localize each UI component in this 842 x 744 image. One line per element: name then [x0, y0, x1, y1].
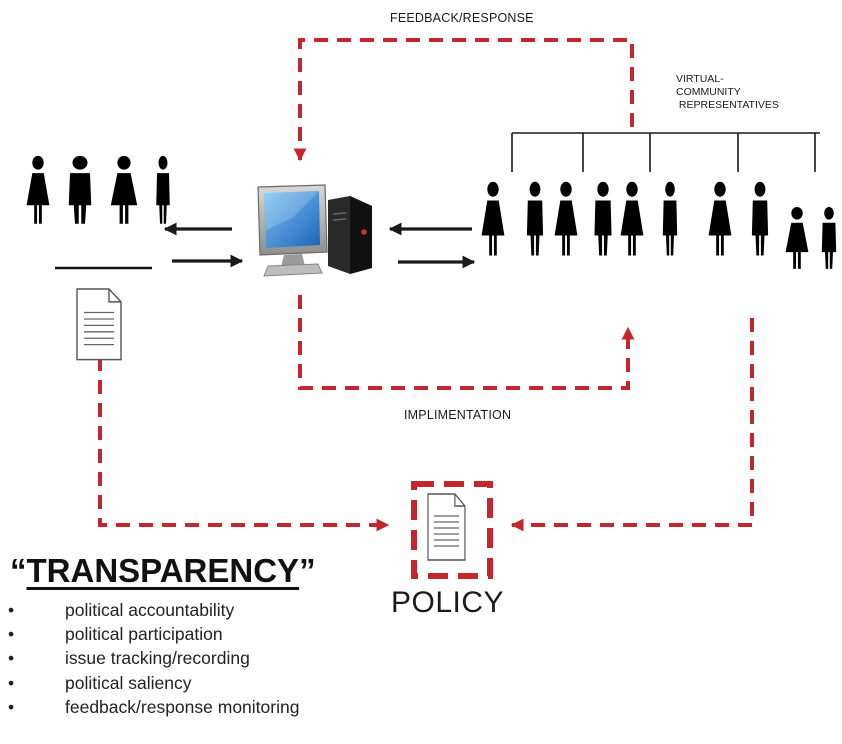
virtual-label-line2: COMMUNITY	[676, 86, 741, 98]
transparency-close-quote: ”	[299, 552, 316, 589]
bullet-item: • issue tracking/recording	[8, 646, 299, 670]
bullet-point: •	[8, 696, 15, 717]
person-male-icon	[68, 155, 92, 224]
bullet-text: political saliency	[65, 672, 192, 693]
implementation-arrow	[298, 295, 635, 390]
transparency-heading: “TRANSPARENCY”	[10, 552, 316, 590]
person-female-icon	[620, 181, 644, 256]
person-male-icon	[821, 206, 837, 269]
bullet-text: issue tracking/recording	[65, 648, 250, 669]
policy-highlight-box	[411, 481, 493, 579]
bullet-item: • political participation	[8, 622, 299, 646]
bullet-point: •	[8, 672, 15, 693]
feedback-response-label: FEEDBACK/RESPONSE	[390, 11, 534, 25]
person-male-icon	[662, 181, 678, 256]
policy-label: POLICY	[391, 586, 505, 619]
bullet-item: • political saliency	[8, 671, 299, 695]
bullet-item: • feedback/response monitoring	[8, 695, 299, 719]
implementation-label: IMPLIMENTATION	[404, 408, 512, 422]
computer-icon	[257, 184, 372, 277]
transparency-open-quote: “	[10, 552, 27, 589]
bullet-text: feedback/response monitoring	[65, 696, 300, 717]
bullet-item: • political accountability	[8, 598, 299, 622]
representatives-bracket	[511, 132, 820, 172]
document-icon	[76, 288, 122, 361]
person-female-icon	[785, 206, 809, 269]
person-female-icon	[554, 181, 578, 256]
transparency-bullet-list: • political accountability • political par…	[8, 598, 299, 719]
bullet-text: political participation	[65, 624, 223, 645]
document-icon	[427, 493, 466, 561]
bullet-text: political accountability	[65, 600, 235, 620]
virtual-label-line1: VIRTUAL-	[676, 73, 724, 85]
person-female-icon	[708, 181, 732, 256]
representatives-group	[481, 181, 837, 269]
bullet-point: •	[8, 624, 15, 645]
citizens-group	[26, 155, 170, 224]
person-male-icon	[526, 181, 544, 256]
person-male-icon	[156, 155, 170, 224]
virtual-label-line3: REPRESENTATIVES	[676, 99, 779, 111]
policy-document	[411, 481, 493, 579]
citizens-to-policy-arrow	[98, 357, 390, 532]
representatives-to-policy-arrow	[510, 318, 754, 532]
person-male-icon	[751, 181, 769, 256]
feedback-response-arrow	[293, 38, 634, 162]
person-female-icon	[110, 155, 138, 224]
transparency-word: TRANSPARENCY	[26, 552, 300, 589]
bullet-point: •	[8, 648, 15, 669]
person-female-icon	[26, 155, 50, 224]
virtual-community-label: VIRTUAL- COMMUNITY REPRESENTATIVES	[676, 73, 779, 112]
person-female-icon	[481, 181, 505, 256]
bullet-point: •	[8, 600, 15, 620]
person-male-icon	[594, 181, 612, 256]
